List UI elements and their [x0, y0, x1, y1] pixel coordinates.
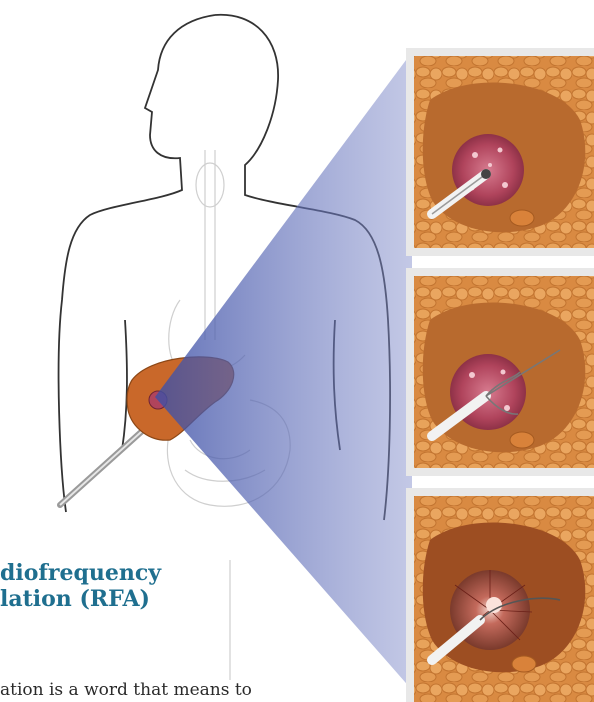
- panel-tumor-before: [406, 48, 594, 256]
- body-paragraph: ation is a word that means to: [0, 680, 252, 700]
- panel-probe-deployed: [406, 268, 594, 476]
- panel-tumor-ablated: [406, 488, 594, 702]
- section-heading-line1: diofrequency: [0, 560, 161, 586]
- section-heading-line2: lation (RFA): [0, 586, 150, 612]
- magnification-wedge: [155, 52, 412, 690]
